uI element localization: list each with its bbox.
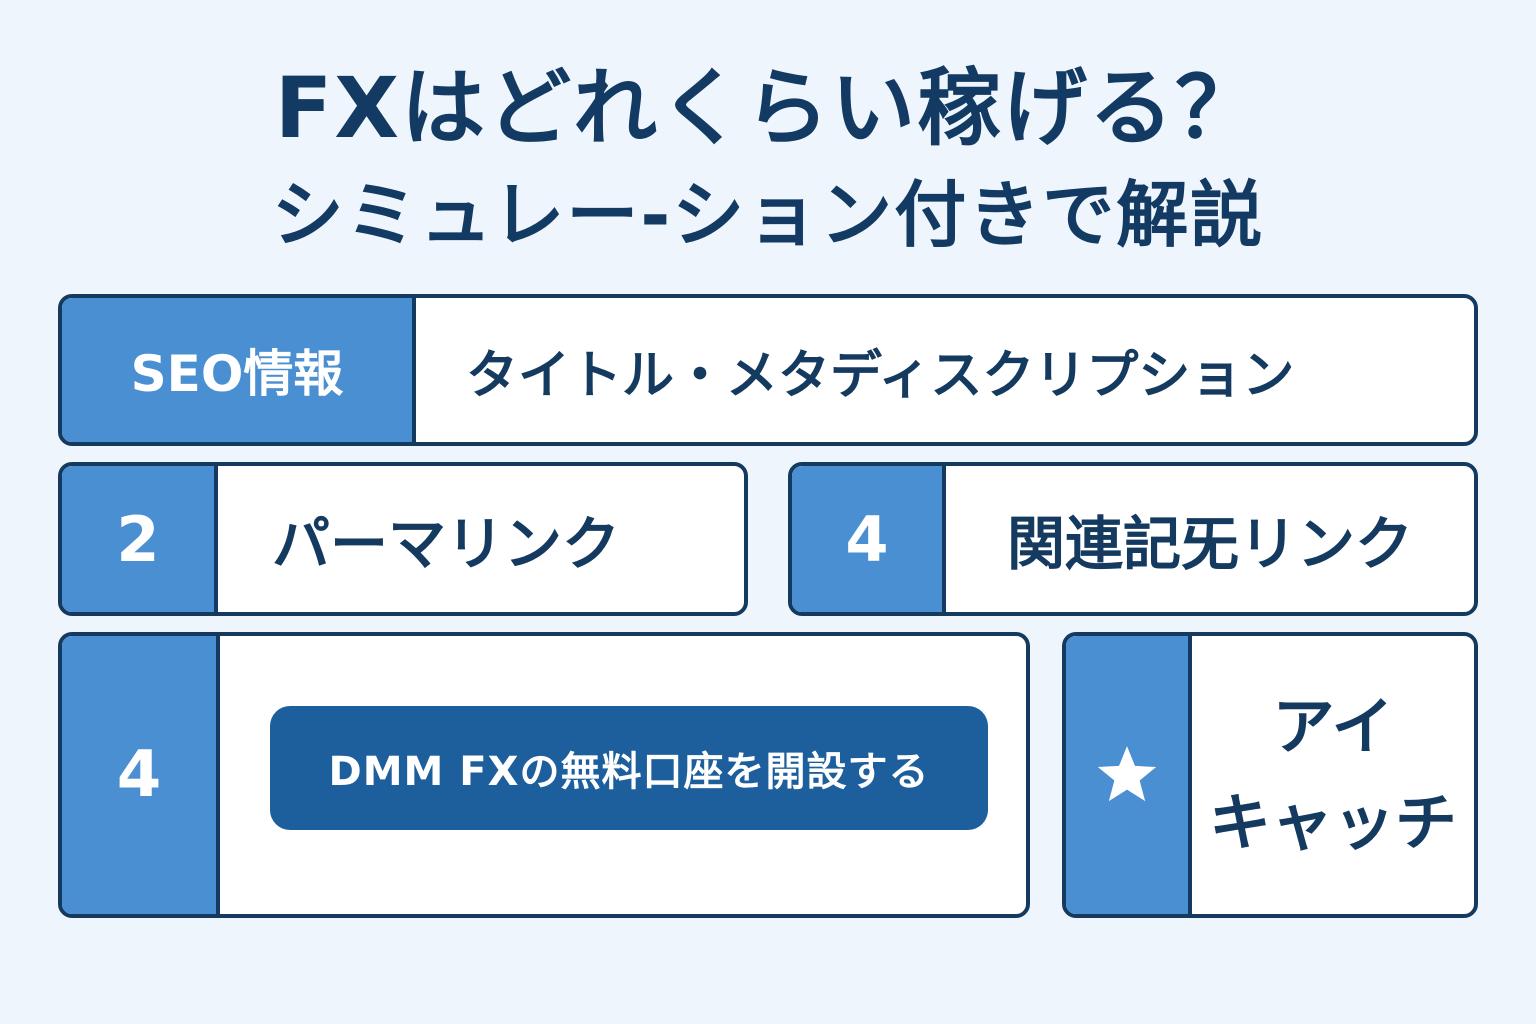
eyecatch-text-line1: アイ [1272, 690, 1394, 763]
page-title-line1: FXはどれくらい稼げる？ [274, 59, 1262, 157]
permalink-number: 2 [62, 466, 218, 612]
cta-body: DMM FXの無料口座を開設する [220, 636, 1026, 914]
cta-number: 4 [62, 636, 220, 914]
eyecatch-card: アイ キャッチ [1062, 632, 1478, 918]
eyecatch-text-line2: キャッチ [1208, 786, 1457, 859]
related-links-number: 4 [792, 466, 946, 612]
permalink-card: 2 パーマリンク [58, 462, 748, 616]
cta-card: 4 DMM FXの無料口座を開設する [58, 632, 1030, 918]
open-account-button[interactable]: DMM FXの無料口座を開設する [270, 706, 988, 830]
seo-info-card: SEO情報 タイトル・メタディスクリプション [58, 294, 1478, 446]
seo-info-label: SEO情報 [62, 298, 416, 442]
eyecatch-text: アイ キャッチ [1192, 636, 1474, 914]
star-icon [1094, 743, 1160, 807]
page-title-line2: シミュレー-ション付きで解説 [271, 173, 1265, 257]
seo-title-meta-text: タイトル・メタディスクリプション [466, 345, 1295, 406]
permalink-text: パーマリンク [272, 510, 621, 578]
related-links-card: 4 関連記旡リンク [788, 462, 1478, 616]
eyecatch-side [1066, 636, 1192, 914]
related-links-text: 関連記旡リンク [1006, 510, 1413, 578]
